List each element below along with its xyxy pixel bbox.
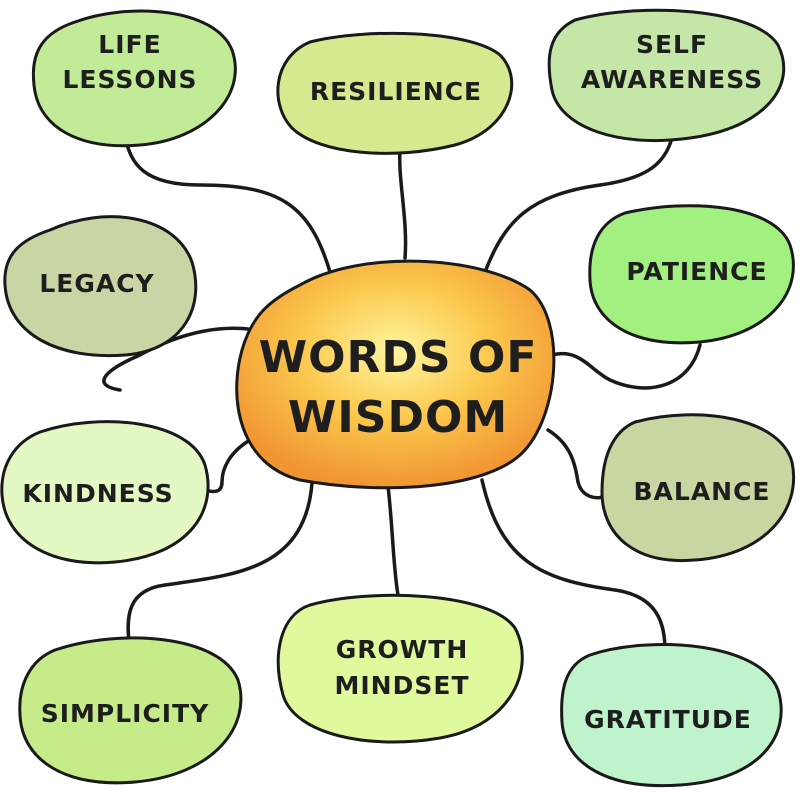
node-patience-shape — [588, 204, 795, 345]
node-legacy: LEGACY — [3, 215, 198, 358]
node-legacy-shape — [3, 215, 198, 358]
connector-life-lessons — [123, 133, 332, 274]
node-balance-label: BALANCE — [633, 477, 770, 506]
node-kindness: KINDNESS — [0, 420, 210, 565]
connector-gratitude — [480, 478, 667, 652]
node-gratitude-label: GRATITUDE — [584, 705, 752, 734]
center-title-line-1: WORDS OF — [259, 332, 538, 383]
node-resilience-label: RESILIENCE — [310, 77, 482, 106]
node-gratitude-shape — [560, 643, 783, 788]
node-simplicity: SIMPLICITY — [18, 636, 243, 785]
node-self-awareness-label-2: AWARENESS — [581, 65, 763, 94]
node-life-lessons: LIFE LESSONS — [31, 9, 237, 148]
node-kindness-label: KINDNESS — [22, 479, 173, 508]
connector-simplicity — [126, 481, 314, 652]
center-node: WORDS OF WISDOM — [235, 259, 556, 490]
node-patience: PATIENCE — [588, 204, 795, 345]
node-patience-label: PATIENCE — [626, 257, 767, 286]
center-node-shape — [235, 259, 556, 490]
node-balance: BALANCE — [600, 413, 795, 563]
node-legacy-label: LEGACY — [39, 269, 154, 298]
node-life-lessons-label-2: LESSONS — [62, 65, 197, 94]
connectors — [102, 133, 702, 652]
node-self-awareness-label-1: SELF — [636, 30, 708, 59]
center-title-line-2: WISDOM — [288, 392, 508, 443]
connector-patience — [550, 343, 702, 390]
node-kindness-shape — [0, 420, 210, 565]
node-simplicity-shape — [18, 636, 243, 785]
node-growth-mindset: GROWTH MINDSET — [276, 593, 524, 744]
node-self-awareness: SELF AWARENESS — [547, 8, 786, 142]
connector-self-awareness — [483, 136, 674, 274]
node-resilience-shape — [276, 31, 514, 155]
node-gratitude: GRATITUDE — [560, 643, 783, 788]
connector-growth-mindset — [386, 484, 400, 597]
node-balance-shape — [600, 413, 795, 563]
node-growth-mindset-label-2: MINDSET — [335, 671, 470, 700]
node-resilience: RESILIENCE — [276, 31, 514, 155]
node-growth-mindset-label-1: GROWTH — [336, 635, 469, 664]
node-life-lessons-shape — [31, 9, 237, 148]
node-simplicity-label: SIMPLICITY — [41, 699, 210, 728]
node-self-awareness-shape — [547, 8, 786, 142]
node-growth-mindset-shape — [276, 593, 524, 744]
connector-balance — [546, 428, 607, 500]
connector-kindness — [203, 438, 252, 494]
node-life-lessons-label-1: LIFE — [98, 30, 161, 59]
connector-resilience — [397, 148, 408, 260]
connector-legacy — [102, 326, 257, 392]
